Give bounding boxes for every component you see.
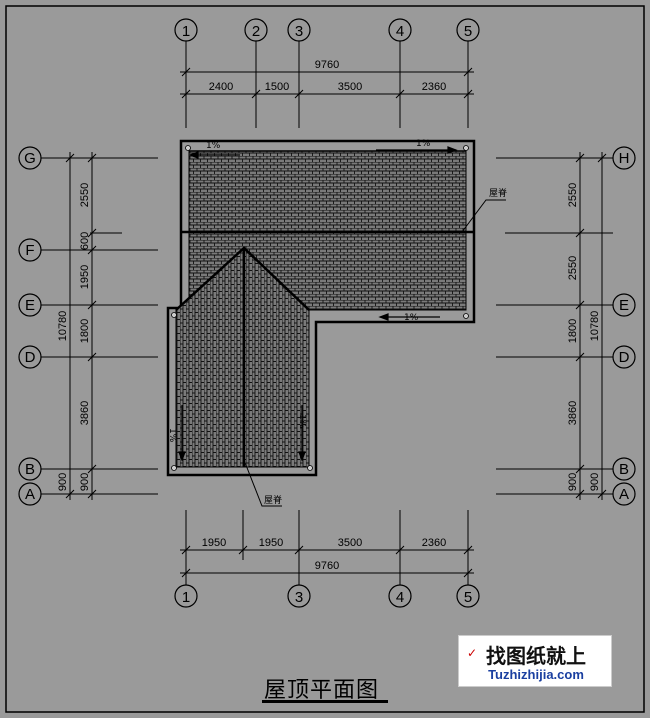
dim-right-6: 900	[589, 473, 601, 491]
dim-right-4: 3860	[567, 401, 579, 425]
ridge-leaders	[243, 199, 506, 507]
axis-label-right-E: E	[619, 297, 629, 314]
axis-label-right-B: B	[619, 461, 629, 478]
slope-label-1: 1%	[206, 141, 221, 151]
watermark-cn: 找图纸就上	[486, 644, 586, 668]
axis-label-top-2: 2	[252, 23, 260, 40]
axis-label-bottom-5: 5	[464, 589, 472, 606]
drawing-title: 屋顶平面图	[264, 678, 380, 703]
dim-right-1: 2550	[567, 183, 579, 207]
dim-left-4: 1800	[79, 319, 91, 343]
dim-bottom-3: 3500	[338, 537, 362, 549]
dim-bottom-1: 1950	[202, 537, 226, 549]
dim-left-5: 3860	[79, 401, 91, 425]
dim-left-1: 2550	[79, 183, 91, 207]
dim-right-3: 1800	[567, 319, 579, 343]
axis-label-top-1: 1	[182, 23, 190, 40]
slope-label-5: 1%	[297, 414, 307, 429]
axis-label-top-3: 3	[295, 23, 303, 40]
axis-label-left-B: B	[25, 461, 35, 478]
slope-arrows	[178, 146, 458, 462]
dim-left-6: 900	[57, 473, 69, 491]
right-axis-bubbles	[612, 146, 636, 506]
roof-tiles-upper-a	[188, 150, 467, 232]
axis-label-right-A: A	[619, 486, 629, 503]
axis-label-top-4: 4	[396, 23, 404, 40]
top-axis-bubbles	[174, 18, 480, 42]
roof-outline	[166, 139, 476, 477]
slope-label-2: 1%	[416, 139, 431, 149]
right-dimension-lines	[496, 152, 613, 500]
dim-right-2: 2550	[567, 256, 579, 280]
dim-top-2: 1500	[265, 81, 289, 93]
axis-label-bottom-4: 4	[396, 589, 404, 606]
dim-top-total: 9760	[315, 59, 339, 71]
dim-top-1: 2400	[209, 81, 233, 93]
dim-top-4: 2360	[422, 81, 446, 93]
dim-left-7: 900	[79, 473, 91, 491]
dim-left-2: 600	[79, 232, 91, 250]
slope-label-4: 1%	[167, 428, 177, 443]
axis-label-left-A: A	[25, 486, 35, 503]
axis-label-right-D: D	[619, 349, 630, 366]
axis-label-bottom-3: 3	[295, 589, 303, 606]
dim-right-5: 900	[567, 473, 579, 491]
top-dimension-lines	[180, 41, 474, 128]
dim-right-total: 10780	[589, 311, 601, 342]
axis-label-top-5: 5	[464, 23, 472, 40]
gable-hip-lines	[175, 246, 310, 311]
dim-left-3: 1950	[79, 265, 91, 289]
watermark-mark-icon: ✓	[467, 646, 478, 660]
dim-bottom-2: 1950	[259, 537, 283, 549]
watermark-logo: ✓ 找图纸就上 Tuzhizhijia.com	[458, 635, 612, 687]
axis-label-left-F: F	[25, 242, 34, 259]
axis-label-right-H: H	[619, 150, 630, 167]
left-dimension-lines	[41, 152, 158, 500]
ridge-label-1: 屋脊	[489, 187, 507, 199]
bottom-axis-bubbles	[174, 584, 480, 608]
watermark-en: Tuzhizhijia.com	[488, 667, 584, 682]
left-axis-bubbles	[18, 146, 42, 506]
axis-label-bottom-1: 1	[182, 589, 190, 606]
dim-left-total: 10780	[57, 311, 69, 342]
axis-label-left-E: E	[25, 297, 35, 314]
dim-top-3: 3500	[338, 81, 362, 93]
slope-label-3: 1%	[404, 313, 419, 323]
axis-label-left-D: D	[25, 349, 36, 366]
title-underline	[262, 700, 388, 703]
axis-label-left-G: G	[24, 150, 36, 167]
dim-bottom-total: 9760	[315, 560, 339, 572]
bottom-dimension-lines	[180, 510, 474, 585]
ridge-label-2: 屋脊	[264, 494, 282, 506]
drawing-frame	[5, 5, 645, 713]
dim-bottom-4: 2360	[422, 537, 446, 549]
